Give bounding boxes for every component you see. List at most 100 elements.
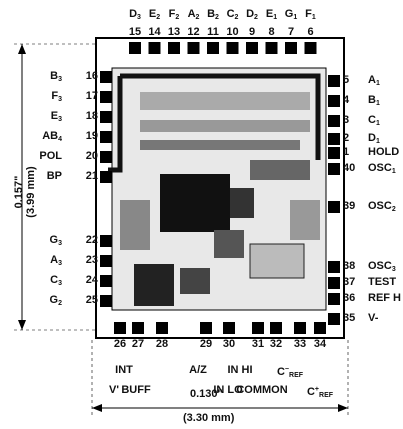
pin-name-24-sub: 3 <box>58 280 62 287</box>
pad-top-10 <box>226 42 239 54</box>
pin-name-33-text: C <box>276 366 285 378</box>
pin-num-20-text: 20 <box>85 150 98 162</box>
pin-name-27-text: INT <box>115 364 133 376</box>
pin-name-10-text: C <box>226 8 235 20</box>
pin-num-25: 25 <box>86 294 98 306</box>
pin-num-8: 8 <box>268 26 274 38</box>
height-inches: 0.157" <box>13 175 25 209</box>
dim-arrow-left <box>92 404 102 412</box>
pin-name-34-text: C <box>306 386 315 398</box>
pin-num-4: 4 <box>343 94 349 106</box>
pin-num-37: 37 <box>343 276 355 288</box>
pin-num-29-text: 29 <box>199 338 213 350</box>
pin-num-2-text: 2 <box>343 132 350 144</box>
pin-name-19: AB4 <box>42 130 62 146</box>
pin-name-8-sub: 1 <box>273 14 278 21</box>
pin-name-23: A3 <box>50 254 62 270</box>
pin-name-9-sub: 2 <box>254 14 258 21</box>
pin-num-36-text: 36 <box>343 292 356 304</box>
pin-num-34: 34 <box>314 338 326 350</box>
pin-name-7-sub: 1 <box>293 14 298 21</box>
pin-name-13: F2 <box>169 8 180 24</box>
pin-num-6-text: 6 <box>307 26 314 38</box>
pad-top-14 <box>148 42 161 54</box>
pin-name-2-sub: 1 <box>375 138 380 145</box>
pad-right-37 <box>328 277 340 289</box>
pin-name-22: G3 <box>50 234 62 250</box>
pin-num-23: 23 <box>86 254 98 266</box>
pin-name-14: E2 <box>149 8 160 24</box>
pin-name-25: G2 <box>50 294 62 310</box>
pin-num-33-text: 33 <box>293 338 307 350</box>
pin-num-10: 10 <box>226 26 238 38</box>
pin-name-8: E1 <box>266 8 277 24</box>
pin-num-10-text: 10 <box>226 26 239 38</box>
pin-name-11-sub: 2 <box>215 14 219 21</box>
pin-name-20: POL <box>39 150 62 162</box>
pin-num-40-text: 40 <box>343 162 356 174</box>
pin-name-37-text: TEST <box>368 276 397 288</box>
pin-name-7: G1 <box>285 8 297 24</box>
pin-num-4-text: 4 <box>343 94 350 106</box>
pin-name-21-text: BP <box>46 170 62 182</box>
pin-num-11: 11 <box>207 26 219 38</box>
pin-num-14: 14 <box>148 26 160 38</box>
pin-num-5-text: 5 <box>343 74 350 86</box>
pin-name-39: OSC2 <box>368 200 396 216</box>
pin-name-5: A1 <box>368 74 380 90</box>
pin-name-5-sub: 1 <box>375 80 380 87</box>
pin-name-34-sup: + <box>314 386 320 393</box>
pin-name-32-text: COMMON <box>236 384 288 396</box>
pin-num-23-text: 23 <box>85 254 98 266</box>
pad-top-9 <box>246 42 258 54</box>
pin-name-22-sub: 3 <box>58 240 62 247</box>
pin-name-24: C3 <box>50 274 62 290</box>
dim-arrow-right <box>338 404 348 412</box>
pin-num-13-text: 13 <box>167 26 181 38</box>
pin-num-21-text: 21 <box>85 170 98 182</box>
pin-num-31: 31 <box>252 338 264 350</box>
height-mm: (3.99 mm) <box>25 166 37 218</box>
pin-name-13-sub: 2 <box>175 14 180 21</box>
pin-num-24-text: 24 <box>85 274 98 286</box>
pin-num-40: 40 <box>343 162 355 174</box>
pin-num-9: 9 <box>249 26 255 38</box>
pin-name-6-sub: 1 <box>311 14 316 21</box>
pad-left-19 <box>100 131 112 143</box>
pin-num-26: 26 <box>114 338 126 350</box>
dim-arrow-up <box>18 44 26 54</box>
pin-name-28: BUFF <box>121 384 150 396</box>
pad-top-11 <box>207 42 219 54</box>
pin-name-26: V' <box>109 384 119 396</box>
pin-name-2-text: D <box>368 132 376 144</box>
pin-num-13: 13 <box>168 26 180 38</box>
pin-num-30: 30 <box>223 338 235 350</box>
pin-name-25-text: G <box>49 294 59 306</box>
pad-right-4 <box>328 95 340 107</box>
pin-name-39-text: OSC <box>368 200 392 212</box>
pin-name-25-sub: 2 <box>58 300 62 307</box>
circuit-block <box>290 200 320 240</box>
pin-name-27: INT <box>115 364 133 376</box>
pin-name-4-text: B <box>368 94 376 106</box>
capacitor-block <box>160 174 230 232</box>
pin-num-19: 19 <box>86 130 98 142</box>
pin-name-19-sub: 4 <box>58 136 62 143</box>
pin-num-36: 36 <box>343 292 355 304</box>
pin-name-33-sup: − <box>284 366 290 373</box>
pin-name-38: OSC3 <box>368 260 396 276</box>
pin-num-22: 22 <box>86 234 98 246</box>
pin-num-30-text: 30 <box>222 338 236 350</box>
pin-num-31-text: 31 <box>251 338 265 350</box>
pin-num-14-text: 14 <box>148 26 161 38</box>
pin-name-36: REF H <box>368 292 401 304</box>
pin-name-11-text: B <box>207 8 216 20</box>
pin-num-29: 29 <box>200 338 212 350</box>
pin-name-31-text: IN HI <box>227 364 253 376</box>
dimension-lines <box>14 43 349 416</box>
pad-right-1 <box>328 147 340 159</box>
pad-left-20 <box>100 151 112 163</box>
pin-name-22-text: G <box>49 234 59 246</box>
pad-bottom-29 <box>200 322 212 334</box>
